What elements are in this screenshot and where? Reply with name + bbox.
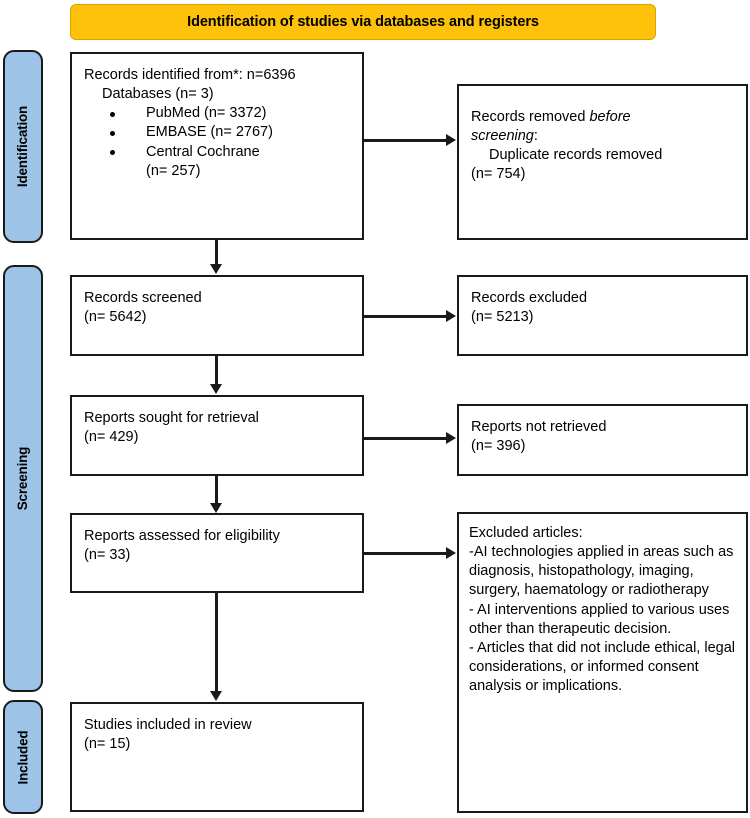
reports-assessed-count: (n= 33) [84,547,131,564]
arrow-right-icon [446,134,456,146]
records-screened-count: (n= 5642) [84,309,147,326]
connector-screened-to-excluded [364,315,447,318]
node-studies-included: Studies included in review (n= 15) [70,702,364,812]
connector-assessed-to-included [215,593,218,692]
node-reports-assessed: Reports assessed for eligibility (n= 33) [70,513,364,593]
excluded-articles-reason-3: - Articles that did not include ethical,… [469,639,740,694]
stage-label-included-text: Included [15,730,31,784]
records-removed-line2: screening: [471,127,736,146]
connector-identified-to-removed [364,139,447,142]
database-central-cochrane: Central Cochrane [146,143,260,160]
arrow-down-icon [209,503,222,513]
records-excluded-count: (n= 5213) [471,309,534,326]
node-records-removed: Records removed before screening: Duplic… [457,84,748,240]
studies-included-label: Studies included in review [84,717,252,733]
records-removed-line1: Records removed before [471,108,736,127]
records-identified-database-list: PubMed (n= 3372) EMBASE (n= 2767) Centra… [84,104,352,181]
reports-sought-count: (n= 429) [84,429,139,446]
database-embase: EMBASE (n= 2767) [146,124,273,141]
stage-label-screening-text: Screening [15,446,31,511]
list-item: EMBASE (n= 2767) [84,123,352,142]
stage-label-screening: Screening [3,265,43,692]
records-removed-line1-prefix: Records removed [471,109,590,125]
arrow-down-icon [209,384,222,394]
connector-sought-to-assessed [215,476,218,504]
node-records-screened: Records screened (n= 5642) [70,275,364,356]
database-pubmed: PubMed (n= 3372) [146,105,267,122]
records-removed-line2-colon: : [533,128,538,145]
arrow-right-icon [446,432,456,444]
node-reports-not-retrieved: Reports not retrieved (n= 396) [457,404,748,476]
reports-not-retrieved-label: Reports not retrieved [471,419,607,435]
records-excluded-label: Records excluded [471,290,588,306]
arrow-down-icon [209,691,222,701]
records-identified-line2: Databases (n= 3) [102,86,214,103]
node-excluded-articles: Excluded articles: -AI technologies appl… [457,512,748,813]
stage-label-identification: Identification [3,50,43,243]
arrow-right-icon [446,310,456,322]
records-identified-line1: Records identified from*: n=6396 [84,67,296,83]
excluded-articles-heading: Excluded articles: [469,525,583,541]
node-records-excluded: Records excluded (n= 5213) [457,275,748,356]
records-removed-line1-emphasis: before [589,109,631,125]
diagram-header-banner: Identification of studies via databases … [70,4,656,40]
connector-screened-to-sought [215,356,218,385]
reports-assessed-label: Reports assessed for eligibility [84,528,280,544]
node-records-identified: Records identified from*: n=6396 Databas… [70,52,364,240]
arrow-down-icon [209,264,222,274]
connector-assessed-to-excluded-articles [364,552,447,555]
reports-not-retrieved-count: (n= 396) [471,438,526,455]
connector-sought-to-not-retrieved [364,437,447,440]
stage-label-identification-text: Identification [15,105,31,188]
node-reports-sought: Reports sought for retrieval (n= 429) [70,395,364,476]
database-central-cochrane-count: (n= 257) [146,162,201,179]
excluded-articles-reason-1: -AI technologies applied in areas such a… [469,544,738,599]
bullet-dot-icon [110,111,115,117]
records-screened-label: Records screened [84,290,202,306]
diagram-title: Identification of studies via databases … [187,14,539,30]
reports-sought-label: Reports sought for retrieval [84,410,259,426]
records-removed-count: (n= 754) [471,166,526,183]
list-item: Central Cochrane (n= 257) [84,143,352,181]
stage-label-included: Included [3,700,43,814]
records-removed-line3: Duplicate records removed [489,147,663,164]
bullet-dot-icon [110,150,115,156]
list-item: PubMed (n= 3372) [84,104,352,123]
arrow-right-icon [446,547,456,559]
excluded-articles-reason-2: - AI interventions applied to various us… [469,601,734,637]
bullet-dot-icon [110,130,115,136]
records-removed-line2-emphasis: screening [471,128,534,145]
connector-identified-to-screened [215,240,218,265]
studies-included-count: (n= 15) [84,736,131,753]
